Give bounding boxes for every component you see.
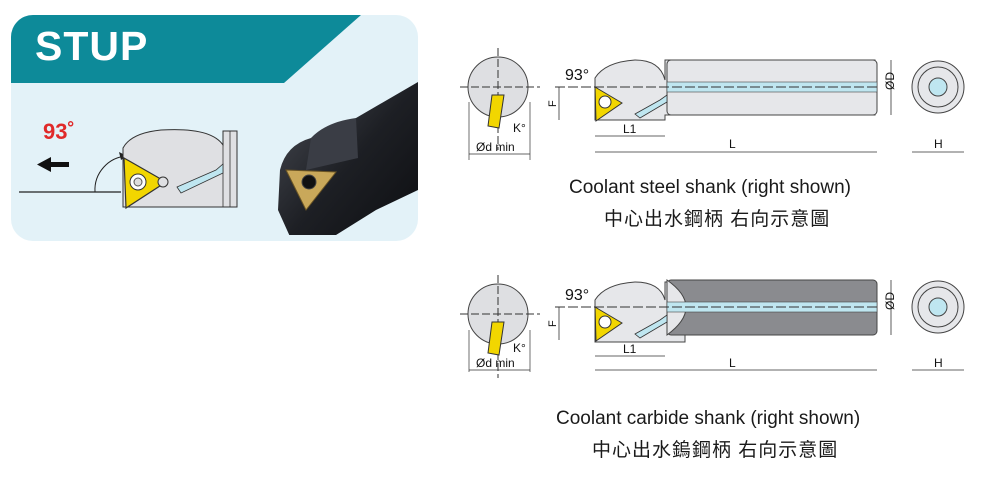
carbide-caption-en: Coolant carbide shank (right shown) xyxy=(556,408,861,429)
carbide-caption-cn: 中心出水鎢鋼柄 右向示意圖 xyxy=(592,440,839,461)
approach-angle-label: 93˚ xyxy=(43,119,75,144)
svg-text:Ød min: Ød min xyxy=(476,356,515,370)
svg-text:L: L xyxy=(729,356,736,370)
steel-caption-cn: 中心出水鋼柄 右向示意圖 xyxy=(604,209,831,230)
product-card: STUP 93˚ xyxy=(11,15,418,241)
svg-text:93°: 93° xyxy=(565,287,589,304)
svg-text:Ød min: Ød min xyxy=(476,140,515,154)
svg-text:K°: K° xyxy=(513,341,526,355)
svg-text:93°: 93° xyxy=(565,67,589,84)
carbide-shank-drawing: Ød min K° 93° F L1 L ØD H xyxy=(460,275,965,378)
end-view-dmin: Ød min K° xyxy=(460,48,540,160)
hero-tool-drawing xyxy=(19,129,238,210)
end-view-dmin: Ød min K° xyxy=(460,275,540,378)
svg-text:K°: K° xyxy=(513,121,526,135)
arrow-left-icon xyxy=(37,157,69,172)
steel-shank-drawing: Ød min K° 93° F L1 L ØD H xyxy=(460,48,965,160)
product-code: STUP xyxy=(35,23,149,69)
svg-text:L: L xyxy=(729,137,736,151)
product-photo xyxy=(278,82,418,235)
svg-text:L1: L1 xyxy=(623,122,637,136)
svg-text:F: F xyxy=(547,320,559,327)
svg-text:ØD: ØD xyxy=(883,72,897,90)
svg-text:F: F xyxy=(547,100,559,107)
svg-text:H: H xyxy=(934,137,943,151)
steel-caption-en: Coolant steel shank (right shown) xyxy=(569,177,851,198)
svg-text:L1: L1 xyxy=(623,342,637,356)
svg-text:H: H xyxy=(934,356,943,370)
svg-text:ØD: ØD xyxy=(883,292,897,310)
